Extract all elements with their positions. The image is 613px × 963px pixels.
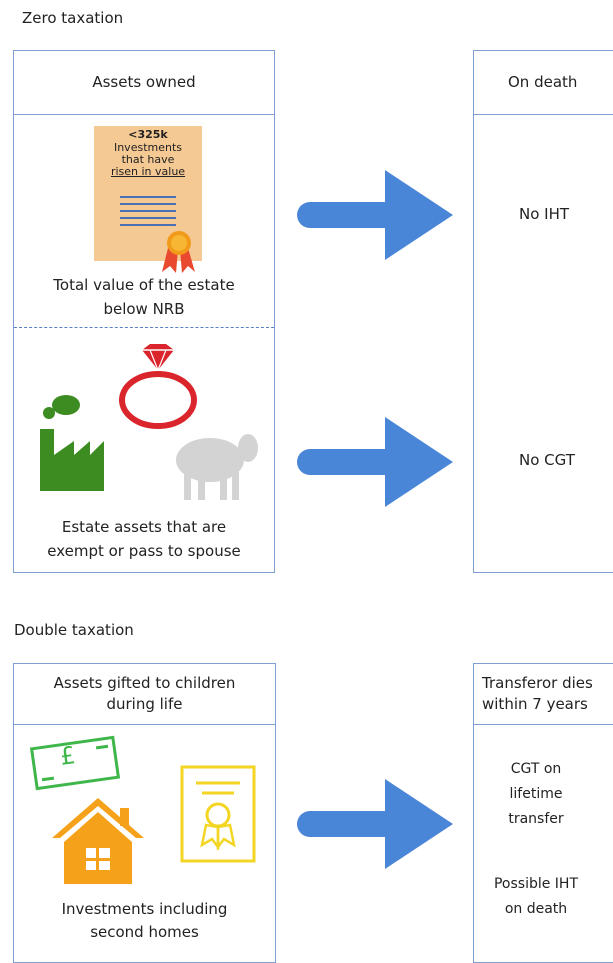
arrow-right-icon	[297, 417, 455, 507]
cgt-line-1: CGT on	[510, 761, 562, 777]
certificate-line-3: risen in value	[110, 165, 186, 178]
cgt-line-3: transfer	[508, 811, 564, 827]
investments-caption-line-1: Investments including	[61, 900, 228, 918]
certificate-icon	[94, 126, 202, 273]
investments-caption-line-2: second homes	[90, 923, 199, 941]
cgt-line-2: lifetime	[509, 786, 563, 802]
iht-line-2: on death	[504, 901, 568, 917]
exempt-caption-line-1: Estate assets that are	[61, 518, 227, 536]
dashed-divider	[14, 327, 274, 328]
on-death-header: On death	[474, 51, 613, 115]
factory-icon	[36, 393, 118, 491]
assets-gifted-header-line-2: during life	[106, 695, 183, 713]
transferor-header: Transferor dies within 7 years	[474, 664, 613, 725]
assets-owned-header: Assets owned	[14, 51, 274, 115]
zero-taxation-title: Zero taxation	[22, 9, 124, 27]
sheep-icon	[170, 428, 262, 502]
transferor-header-line-2: within 7 years	[482, 695, 588, 713]
iht-line-1: Possible IHT	[493, 876, 579, 892]
ring-icon	[116, 344, 200, 430]
transferor-box: Transferor dies within 7 years	[473, 663, 613, 963]
estate-caption-line-2: below NRB	[103, 300, 185, 318]
banknote-icon	[29, 735, 121, 791]
on-death-box: On death	[473, 50, 613, 573]
assets-gifted-header-line-1: Assets gifted to children	[53, 674, 236, 692]
certificate-amount: <325k	[128, 128, 168, 141]
certificate-line-2: that have	[121, 153, 175, 166]
assets-gifted-box: Assets gifted to children during life	[13, 663, 276, 963]
exempt-caption-line-2: exempt or pass to spouse	[47, 542, 241, 560]
no-cgt-label: No CGT	[519, 451, 575, 469]
assets-gifted-header: Assets gifted to children during life	[14, 664, 275, 725]
document-icon	[180, 765, 256, 863]
double-taxation-title: Double taxation	[14, 621, 134, 639]
arrow-right-icon	[297, 779, 455, 869]
transferor-header-line-1: Transferor dies	[482, 674, 593, 692]
arrow-right-icon	[297, 170, 455, 260]
certificate-line-1: Investments	[113, 141, 183, 154]
house-icon	[52, 798, 144, 884]
estate-caption-line-1: Total value of the estate	[53, 276, 235, 294]
no-iht-label: No IHT	[519, 205, 570, 223]
